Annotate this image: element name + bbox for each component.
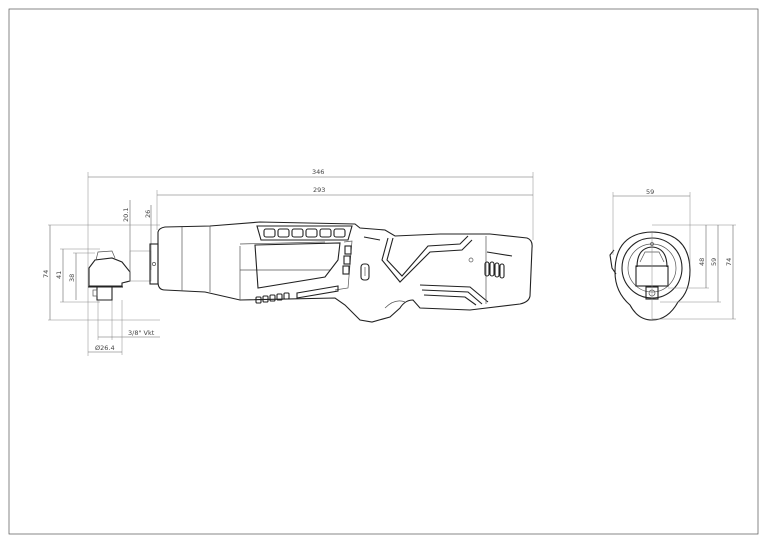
dim-head-height: 41 <box>55 248 100 303</box>
dim-head-diameter: Ø26.4 <box>88 300 123 355</box>
tool-body <box>157 221 533 323</box>
dim-label-20-1: 20.1 <box>122 208 130 222</box>
dim-label-48: 48 <box>698 258 706 266</box>
dim-label-41: 41 <box>55 271 63 279</box>
dim-label-74: 74 <box>42 270 50 278</box>
drawing-frame <box>8 8 759 535</box>
dim-front-heights: 48 59 74 <box>652 224 736 320</box>
dim-label-drive: 3/8" Vkt <box>128 329 155 337</box>
dim-front-width: 59 <box>612 188 691 265</box>
dim-label-293: 293 <box>313 186 325 194</box>
ratchet-head <box>88 250 152 301</box>
dim-label-346: 346 <box>312 168 324 176</box>
dim-body-length: 293 <box>156 186 533 230</box>
dim-label-front-59: 59 <box>646 188 654 196</box>
dim-label-38: 38 <box>68 274 76 282</box>
dim-label-front-74: 74 <box>725 258 733 266</box>
dim-label-26: 26 <box>144 210 152 218</box>
dim-label-diameter: Ø26.4 <box>95 344 115 352</box>
dim-drive-size: 3/8" Vkt <box>97 300 160 340</box>
front-view <box>609 231 691 321</box>
dim-overall-length: 346 <box>87 168 534 356</box>
dim-overall-height: 74 <box>42 224 160 321</box>
dim-label-front-mid-59: 59 <box>710 258 718 266</box>
dim-head-inner-height: 38 <box>68 252 95 300</box>
